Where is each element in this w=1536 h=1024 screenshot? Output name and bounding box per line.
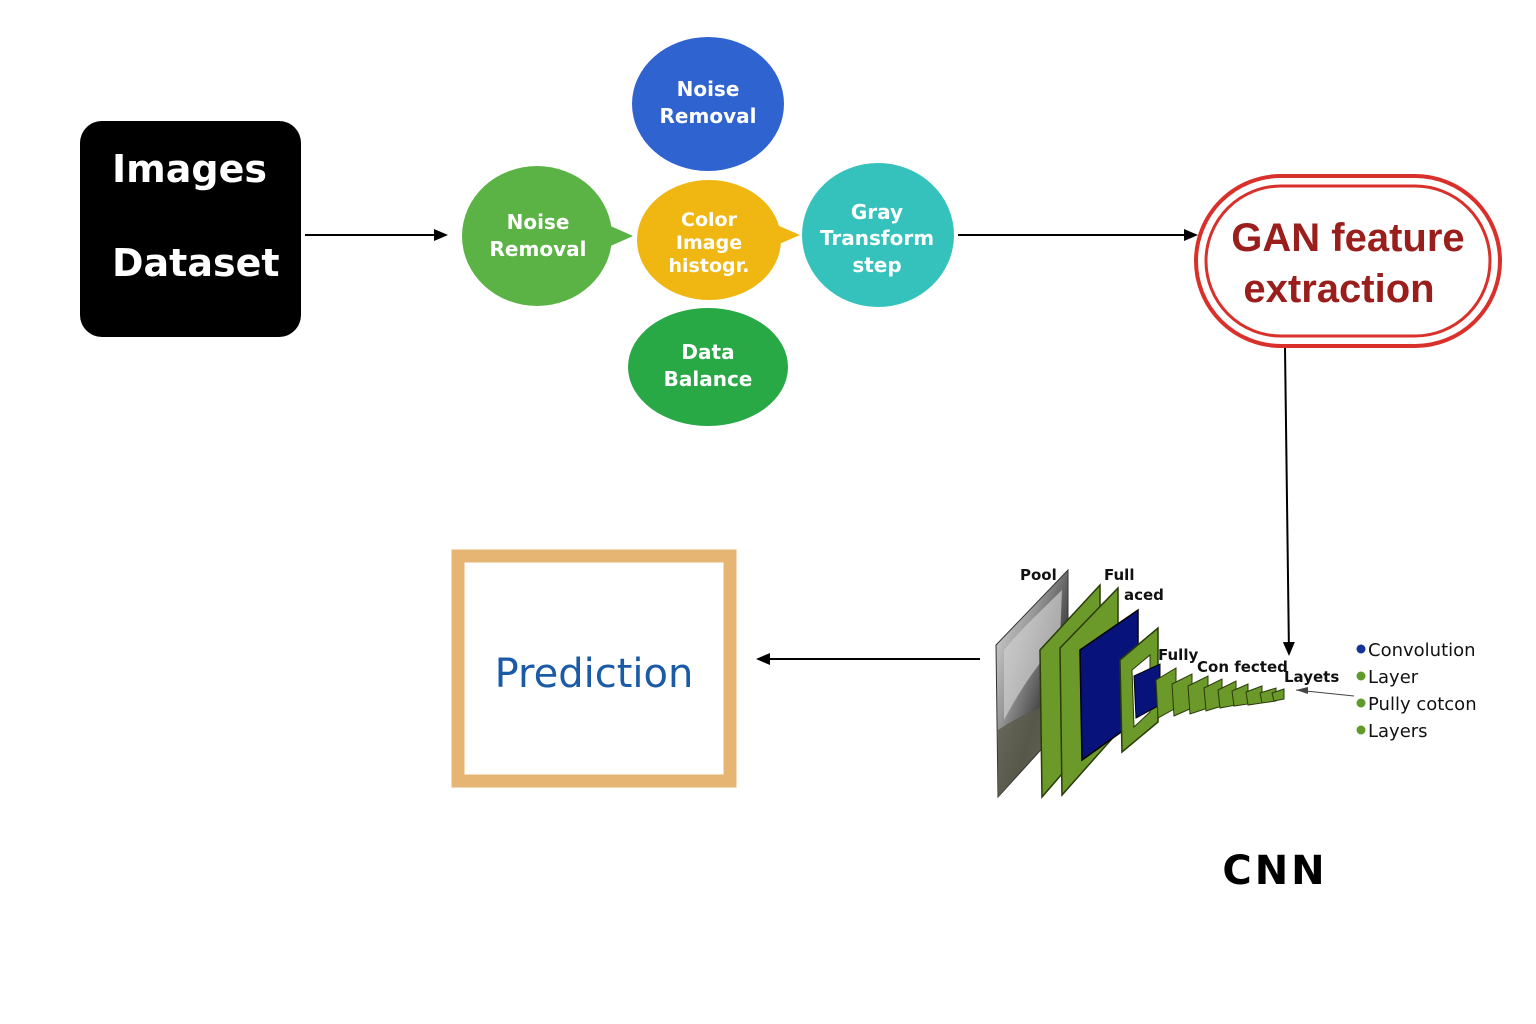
bubble-noise-removal-top: Noise Removal (632, 37, 784, 171)
legend-item-layers: Layers (1356, 721, 1428, 742)
bubble-data-balance-line1: Data (681, 340, 734, 364)
cnn-input-image-shade (1004, 590, 1062, 720)
gan-label-line2: extraction (1243, 267, 1434, 311)
bubble-noise-removal-top-line1: Noise (677, 77, 740, 101)
legend-dot-layers (1356, 725, 1366, 735)
bubble-gray-transform-line2: Transform (820, 226, 934, 250)
cnn-layer-green-12 (1271, 688, 1285, 702)
prediction-label: Prediction (495, 651, 694, 697)
cnn-label-layets: Layets (1284, 668, 1339, 686)
bubble-color-histogram-shape (637, 180, 781, 300)
legend-item-layer: Layer (1356, 667, 1419, 688)
bubble-noise-removal-left: Noise Removal (462, 166, 633, 306)
bubble-noise-removal-top-shape (632, 37, 784, 171)
bubble-noise-removal-left-shape (462, 166, 612, 306)
images-dataset-line2: Dataset (112, 241, 280, 285)
prediction-node: Prediction (451, 549, 737, 788)
cnn-title: CNN (1222, 848, 1327, 894)
cnn-label-full: Full (1104, 566, 1134, 584)
bubble-data-balance-line2: Balance (664, 367, 753, 391)
legend-label-pully-cotcon: Pully cotcon (1368, 694, 1477, 715)
legend-item-convolution: Convolution (1356, 640, 1476, 661)
bubble-noise-removal-top-line2: Removal (660, 104, 757, 128)
legend-dot-pully-cotcon (1356, 698, 1366, 708)
bubble-color-histogram-line1: Color (681, 209, 738, 231)
legend-dot-layer (1356, 671, 1366, 681)
gan-inner-border (1204, 184, 1492, 338)
cnn-label-fully: Fully (1158, 646, 1198, 664)
images-dataset-node: Images Dataset (80, 121, 301, 337)
legend-label-layer: Layer (1368, 667, 1419, 688)
bubble-gray-transform: Gray Transform step (802, 163, 954, 307)
bubble-gray-transform-line3: step (852, 253, 901, 277)
bubble-noise-removal-left-line2: Removal (490, 237, 587, 261)
bubble-gray-transform-shape (802, 163, 954, 307)
bubble-color-histogram: Color Image histogr. (637, 180, 800, 300)
cnn-legend: Convolution Layer Pully cotcon Layers (1356, 640, 1477, 742)
cnn-label-confected: Con fected (1197, 658, 1288, 676)
cnn-label-pool: Pool (1020, 566, 1057, 584)
gan-label-line1: GAN feature (1231, 216, 1464, 260)
gan-feature-extraction-node: GAN feature extraction (1194, 174, 1502, 348)
legend-item-pully-cotcon: Pully cotcon (1356, 694, 1477, 715)
bubble-data-balance-shape (628, 308, 788, 426)
cnn-legend-pointer-head (1296, 687, 1308, 694)
legend-label-layers: Layers (1368, 721, 1428, 742)
bubble-noise-removal-left-pointer (606, 224, 633, 248)
cnn-label-aced: aced (1124, 586, 1164, 604)
prediction-box (451, 549, 737, 788)
bubble-color-histogram-line2: Image (676, 232, 742, 254)
gan-outer-border (1194, 174, 1502, 348)
bubble-gray-transform-line1: Gray (851, 200, 903, 224)
legend-label-convolution: Convolution (1368, 640, 1476, 661)
images-dataset-box (80, 121, 301, 337)
cnn-illustration: Pool Full aced Fully Con fected Layets (995, 566, 1355, 799)
images-dataset-line1: Images (112, 147, 267, 191)
legend-dot-convolution (1356, 644, 1366, 654)
bubble-color-histogram-line3: histogr. (669, 255, 750, 277)
arrow-gan-to-cnn (1282, 347, 1295, 656)
preprocessing-cluster: Noise Removal Noise Removal Gray Transfo… (462, 37, 954, 426)
bubble-noise-removal-left-line1: Noise (507, 210, 570, 234)
bubble-data-balance: Data Balance (628, 308, 788, 426)
